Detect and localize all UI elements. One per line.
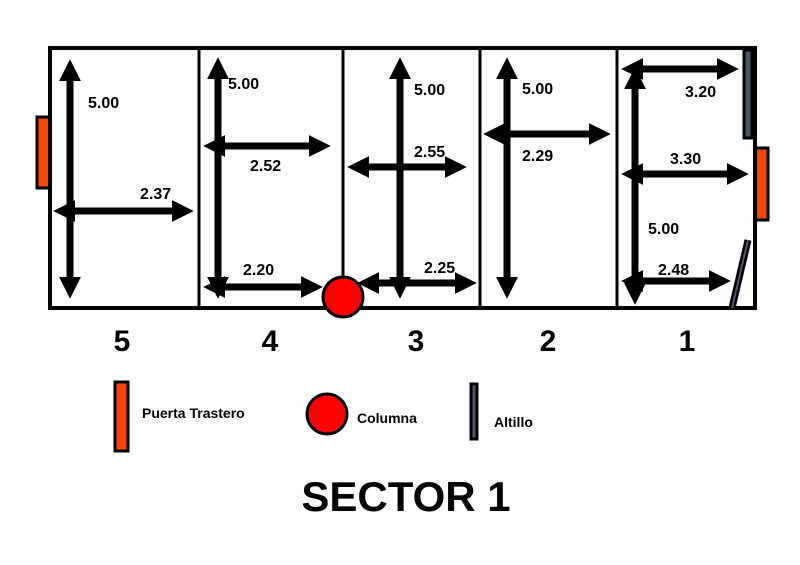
dimension-label: 5.00 (414, 82, 445, 99)
altillo-top (742, 48, 754, 140)
legend-column-swatch (305, 392, 349, 436)
sector-title: SECTOR 1 (301, 473, 510, 520)
altillo-slanted-inner (731, 239, 749, 309)
dimension-label: 3.20 (685, 84, 716, 101)
legend-altillo-label: Altillo (494, 414, 533, 430)
dimension-label: 5.00 (522, 81, 553, 98)
dimension-label: 3.30 (670, 151, 701, 168)
room-number: 1 (679, 325, 696, 358)
column (321, 275, 365, 319)
legend-column-label: Columna (357, 410, 417, 426)
dimension-label: 5.00 (228, 76, 259, 93)
dimension-label: 2.25 (424, 260, 455, 277)
room-number: 2 (540, 325, 557, 358)
dimension-label: 2.52 (250, 158, 281, 175)
dimension-label: 2.48 (658, 262, 689, 279)
dimension-label: 5.00 (648, 221, 679, 238)
legend-altillo-swatch (469, 382, 479, 441)
dimension-label: 2.20 (243, 262, 274, 279)
dimension-label: 2.55 (414, 144, 445, 161)
sector-outline (48, 46, 757, 310)
dimension-label: 2.29 (522, 148, 553, 165)
room-number: 5 (114, 325, 131, 358)
legend-door-label: Puerta Trastero (142, 405, 245, 421)
dimension-label: 2.37 (140, 186, 171, 203)
dimension-label: 5.00 (88, 95, 119, 112)
legend-door-swatch (113, 380, 130, 453)
room-number: 4 (262, 325, 279, 358)
room-number: 3 (408, 325, 425, 358)
